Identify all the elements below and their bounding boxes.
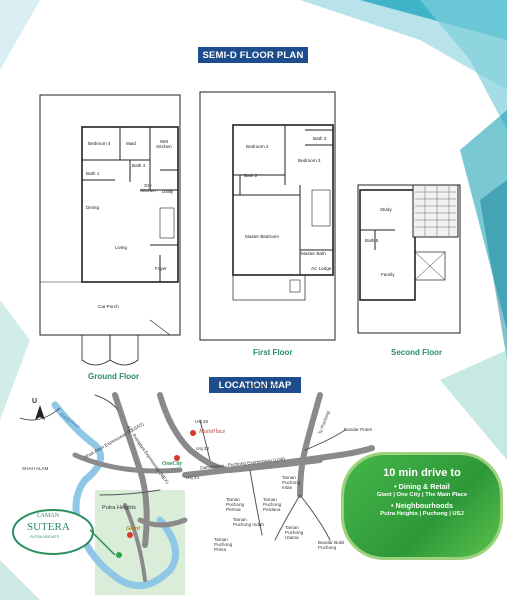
- dining-retail-places: Giant | One City | The Main Place: [376, 492, 468, 498]
- drive-info-card: 10 min drive to • Dining & Retail Giant …: [344, 455, 500, 557]
- map-label-putra-heights: Putra Heights: [102, 505, 136, 511]
- map-label-bandar-puteri: Bandar Puteri: [344, 427, 373, 432]
- map-label-giant: Giant: [126, 526, 141, 532]
- map-label-taman-puchong-utama: Taman Puchong Utama: [285, 525, 304, 541]
- room-bath-5: Bath 5: [365, 238, 379, 243]
- room-family: Family: [381, 272, 395, 277]
- room-foyer: Foyer: [155, 266, 167, 271]
- room-bedroom-3: Bedroom 3: [298, 158, 321, 163]
- dining-retail-title: • Dining & Retail: [394, 482, 450, 491]
- room-ac-ledge: AC Ledge: [311, 266, 332, 271]
- map-label-bandar-bukit-puchong: Bandar Bukit Puchong: [318, 540, 345, 551]
- first-floor-label: First Floor: [253, 348, 293, 357]
- room-bath-1: Bath 1: [86, 171, 100, 176]
- second-floor-label: Second Floor: [391, 348, 443, 357]
- room-maid: Maid: [126, 141, 136, 146]
- one-city-pin-icon: [174, 455, 180, 461]
- map-label-one-city: OneCity: [162, 461, 183, 467]
- room-master-bath: Master Bath: [301, 251, 326, 256]
- drive-heading: 10 min drive to: [383, 467, 461, 479]
- room-dining: Dining: [86, 205, 100, 210]
- room-utility: Utility: [162, 189, 174, 194]
- main-place-pin-icon: [190, 430, 196, 436]
- compass-arrow-icon: [35, 405, 45, 420]
- map-label-main-place: MainPlace: [199, 429, 226, 435]
- map-label-taman-puchong-perdana: Taman Puchong Perdana: [263, 497, 282, 513]
- map-label-subang-jaya: SUBANG JAYA: [247, 383, 279, 388]
- laman-sutera-pin-icon: [116, 552, 122, 558]
- room-dry-kitchen: Dry Kitchen: [140, 183, 156, 193]
- map-label-usj25: Usj 25: [195, 419, 209, 424]
- map-label-taman-puchong-intan: Taman Puchong Intan: [282, 475, 301, 491]
- map-label-shah-alam: SHAH ALAM: [22, 466, 49, 471]
- logo-line-3: PUTRA HEIGHTS: [30, 535, 59, 539]
- map-label-usj23: Usj 23: [186, 475, 200, 480]
- map-label-usj22: Usj 22: [196, 446, 210, 451]
- logo-line-2: SUTERA: [27, 521, 70, 533]
- room-bath-4: Bath 4: [132, 163, 146, 168]
- map-label-taman-puchong-permai: Taman Puchong Permai: [226, 497, 245, 513]
- room-bath-2: Bath 2: [244, 173, 258, 178]
- room-bath-3: Bath 3: [313, 136, 327, 141]
- map-label-taman-puchong-indah: Taman Puchong Indah: [233, 517, 264, 528]
- floor-plan-title: SEMI-D FLOOR PLAN: [198, 47, 308, 63]
- room-bedroom-2: Bedroom 2: [246, 144, 269, 149]
- logo-line-1: LAMAN: [37, 513, 59, 519]
- ground-floor-label: Ground Floor: [88, 372, 140, 381]
- giant-pin-icon: [127, 532, 133, 538]
- room-living: Living: [115, 245, 128, 250]
- room-car-porch: Car Porch: [98, 304, 119, 309]
- room-wet-kitchen: Wet Kitchen: [156, 139, 172, 149]
- location-map-title: LOCATION MAP: [209, 377, 301, 393]
- map-label-taman-puchong-prima: Taman Puchong Prima: [214, 537, 233, 553]
- room-bedroom-4: Bedroom 4: [88, 141, 111, 146]
- room-study: Study: [380, 207, 392, 212]
- neighbourhoods-places: Putra Heights | Puchong | USJ: [380, 511, 464, 517]
- room-master-bedroom: Master Bedroom: [245, 234, 279, 239]
- neighbourhoods-title: • Neighbourhoods: [390, 501, 453, 510]
- compass-label: U: [32, 398, 38, 405]
